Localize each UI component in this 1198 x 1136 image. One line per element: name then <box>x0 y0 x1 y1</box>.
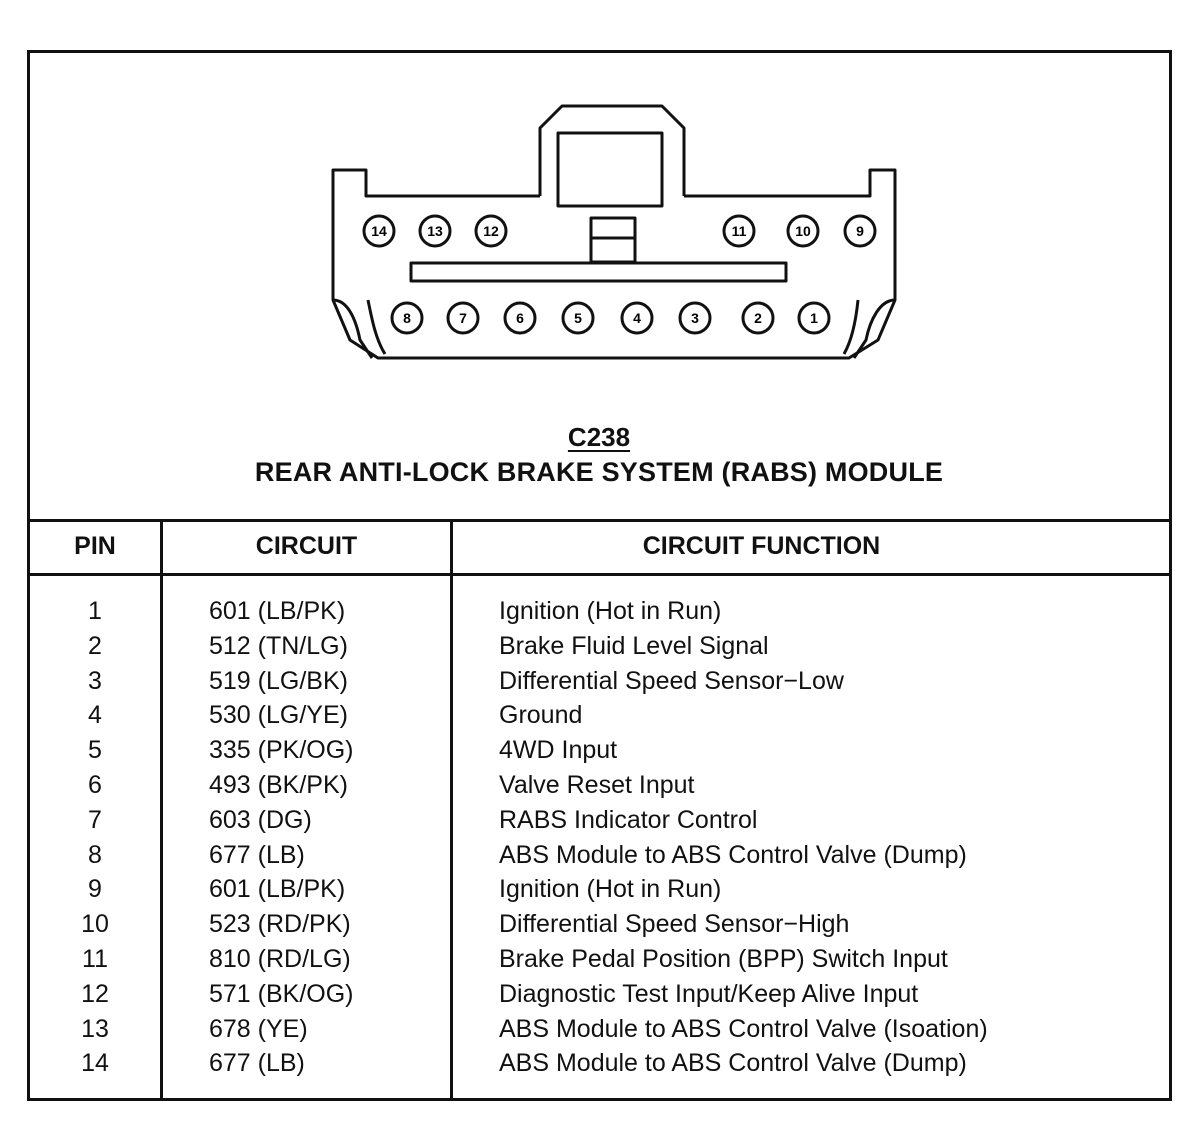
connector-pin-1: 1 <box>797 301 831 335</box>
connector-pocket <box>332 298 374 359</box>
connector-key <box>589 216 637 264</box>
connector-pin-label: 13 <box>427 223 443 239</box>
pin-cell: 2 <box>88 631 102 660</box>
pin-cell: 6 <box>88 771 102 799</box>
connector-pin-label: 1 <box>810 310 818 326</box>
circuit-cell: 677 (LB) <box>209 840 305 869</box>
circuit-cell: 523 (RD/PK) <box>209 910 351 939</box>
circuit-cell: 519 (LG/BK) <box>209 666 348 695</box>
table-header-rule <box>27 573 1172 576</box>
circuit-cell: 677 (LB) <box>209 1049 305 1078</box>
connector-pin-13: 13 <box>418 214 452 248</box>
circuit-cell: 512 (TN/LG) <box>209 631 348 660</box>
function-cell: Differential Speed Sensor−High <box>499 910 850 939</box>
connector-pin-10: 10 <box>786 214 820 248</box>
column-divider-1 <box>160 519 163 1101</box>
connector-pin-label: 9 <box>856 223 864 239</box>
pin-cell: 10 <box>81 910 109 939</box>
function-cell: ABS Module to ABS Control Valve (Isoatio… <box>499 1014 988 1043</box>
pin-cell: 12 <box>81 979 109 1008</box>
connector-name: REAR ANTI-LOCK BRAKE SYSTEM (RABS) MODUL… <box>254 457 944 487</box>
connector-pin-label: 5 <box>574 310 582 326</box>
function-cell: Brake Fluid Level Signal <box>499 631 769 660</box>
header-pin: PIN <box>74 532 116 560</box>
function-cell: Ignition (Hot in Run) <box>499 875 722 904</box>
function-cell: Valve Reset Input <box>499 771 695 799</box>
circuit-cell: 335 (PK/OG) <box>209 736 354 765</box>
circuit-cell: 493 (BK/PK) <box>209 771 348 799</box>
pin-cell: 1 <box>88 597 102 625</box>
pin-cell: 3 <box>88 666 102 695</box>
connector-pin-label: 2 <box>754 310 762 326</box>
connector-pin-label: 11 <box>732 223 747 239</box>
connector-pin-14: 14 <box>362 214 396 248</box>
column-divider-2 <box>450 519 453 1101</box>
pin-cell: 5 <box>88 736 102 765</box>
table-top-rule <box>27 519 1172 522</box>
connector-pin-8: 8 <box>390 301 424 335</box>
connector-latch-window <box>556 131 664 208</box>
connector-id: C238 <box>567 422 631 452</box>
function-cell: Brake Pedal Position (BPP) Switch Input <box>499 945 948 973</box>
connector-pin-label: 10 <box>795 223 811 239</box>
function-cell: Differential Speed Sensor−Low <box>499 666 844 695</box>
connector-pin-9: 9 <box>843 214 877 248</box>
circuit-cell: 678 (YE) <box>209 1014 308 1043</box>
header-function: CIRCUIT FUNCTION <box>642 532 881 560</box>
connector-body <box>331 168 897 360</box>
pin-cell: 8 <box>88 840 102 869</box>
pin-cell: 14 <box>81 1049 109 1078</box>
function-cell: ABS Module to ABS Control Valve (Dump) <box>499 840 967 869</box>
function-cell: Ground <box>499 701 583 730</box>
pin-cell: 11 <box>82 945 108 973</box>
circuit-cell: 530 (LG/YE) <box>209 701 348 730</box>
header-circuit: CIRCUIT <box>255 532 358 560</box>
connector-pin-label: 7 <box>459 310 467 326</box>
connector-pin-label: 3 <box>691 310 699 326</box>
connector-pin-12: 12 <box>474 214 508 248</box>
circuit-cell: 603 (DG) <box>209 805 312 834</box>
connector-pin-label: 4 <box>633 310 641 326</box>
connector-pin-11: 11 <box>722 214 756 248</box>
connector-pin-7: 7 <box>446 301 480 335</box>
connector-latch <box>538 104 686 196</box>
circuit-cell: 601 (LB/PK) <box>209 875 346 904</box>
connector-bar <box>409 261 788 283</box>
pin-cell: 4 <box>88 701 102 730</box>
pin-cell: 9 <box>88 875 102 904</box>
connector-pin-4: 4 <box>620 301 654 335</box>
pin-cell: 7 <box>88 805 102 834</box>
circuit-cell: 601 (LB/PK) <box>209 597 346 625</box>
function-cell: Diagnostic Test Input/Keep Alive Input <box>499 979 919 1008</box>
function-cell: 4WD Input <box>499 736 618 765</box>
connector-pin-6: 6 <box>503 301 537 335</box>
connector-pin-3: 3 <box>678 301 712 335</box>
circuit-cell: 571 (BK/OG) <box>209 979 354 1008</box>
connector-face-drawing: 14 13 12 11 10 9 8 7 6 5 4 3 2 1 <box>331 104 897 360</box>
connector-pin-label: 8 <box>403 310 411 326</box>
connector-pin-5: 5 <box>561 301 595 335</box>
pin-cell: 13 <box>81 1014 109 1043</box>
connector-pin-label: 14 <box>371 223 387 239</box>
connector-pin-label: 12 <box>483 223 499 239</box>
connector-pin-2: 2 <box>741 301 775 335</box>
function-cell: Ignition (Hot in Run) <box>499 597 722 625</box>
circuit-cell: 810 (RD/LG) <box>209 945 351 973</box>
function-cell: RABS Indicator Control <box>499 805 758 834</box>
function-cell: ABS Module to ABS Control Valve (Dump) <box>499 1049 967 1078</box>
connector-pin-label: 6 <box>516 310 524 326</box>
